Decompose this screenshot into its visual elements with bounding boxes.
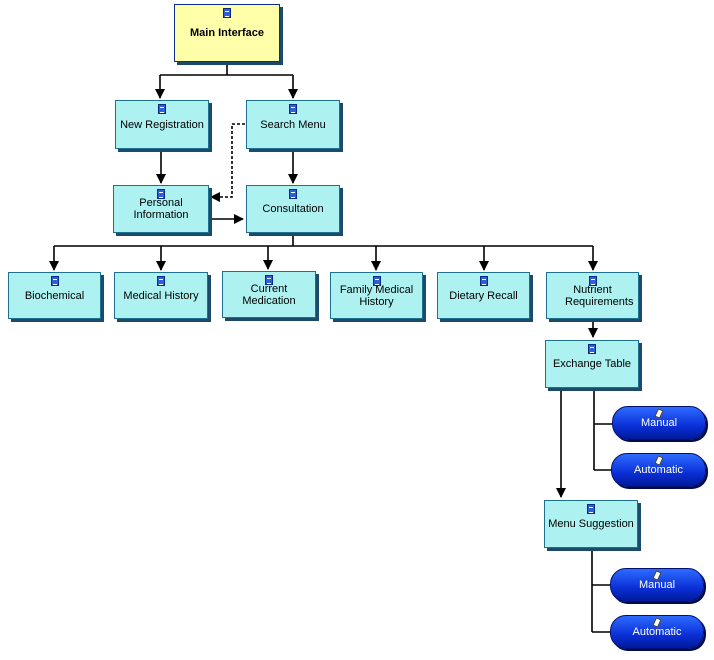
medical-history-label: Medical History: [123, 289, 199, 302]
document-icon: [289, 104, 297, 114]
edge-exchange-table-to-options: [593, 389, 612, 471]
biochemical-node[interactable]: Biochemical: [8, 272, 101, 319]
menu-automatic-option[interactable]: Automatic: [610, 615, 704, 649]
menu-suggestion-node[interactable]: Menu Suggestion: [544, 500, 638, 548]
biochemical-label: Biochemical: [24, 289, 85, 302]
family-medical-history-label: Family Medical History: [339, 283, 414, 308]
personal-information-label: Personal Information: [133, 197, 189, 221]
family-medical-history-node[interactable]: Family Medical History: [330, 272, 423, 319]
main-interface-node[interactable]: Main Interface: [174, 4, 280, 62]
consultation-label: Consultation: [262, 203, 324, 215]
exchange-table-node[interactable]: Exchange Table: [545, 340, 639, 388]
edge-search-menu-to-personal-information: [210, 123, 245, 202]
new-registration-node[interactable]: New Registration: [115, 100, 209, 149]
menu-manual-option[interactable]: Manual: [610, 568, 704, 602]
main-interface-label: Main Interface: [190, 27, 264, 39]
edge-consultation-to-split: [54, 233, 593, 247]
document-icon: [157, 189, 165, 199]
document-icon: [588, 276, 597, 286]
document-icon: [158, 104, 166, 114]
document-icon: [157, 276, 165, 286]
document-icon: [265, 275, 273, 285]
new-registration-label: New Registration: [120, 118, 204, 131]
medical-history-node[interactable]: Medical History: [114, 272, 208, 319]
exchange-automatic-label: Automatic: [634, 464, 683, 476]
menu-manual-label: Manual: [638, 579, 676, 591]
search-menu-label: Search Menu: [260, 118, 326, 131]
exchange-table-label: Exchange Table: [552, 358, 632, 370]
nutrient-requirements-node[interactable]: Nutrient Requirements: [546, 272, 639, 319]
exchange-manual-option[interactable]: Manual: [612, 406, 706, 440]
nutrient-requirements-label: Nutrient Requirements: [565, 283, 634, 308]
document-icon: [223, 8, 231, 18]
current-medication-label: Current Medication: [242, 282, 296, 307]
edge-menu-suggestion-to-options: [591, 548, 610, 633]
personal-information-node[interactable]: Personal Information: [113, 185, 209, 233]
document-icon: [50, 276, 59, 286]
current-medication-node[interactable]: Current Medication: [222, 271, 316, 318]
document-icon: [372, 276, 381, 286]
exchange-automatic-option[interactable]: Automatic: [611, 453, 706, 487]
search-menu-node[interactable]: Search Menu: [246, 100, 340, 149]
edge-main-to-split: [160, 63, 293, 76]
document-icon: [289, 189, 297, 199]
menu-automatic-label: Automatic: [632, 626, 682, 638]
exchange-manual-label: Manual: [640, 417, 678, 429]
menu-suggestion-label: Menu Suggestion: [548, 518, 634, 530]
document-icon: [479, 276, 488, 286]
dietary-recall-label: Dietary Recall: [449, 289, 518, 302]
document-icon: [588, 344, 596, 354]
dietary-recall-node[interactable]: Dietary Recall: [437, 272, 530, 319]
document-icon: [587, 504, 595, 514]
consultation-node[interactable]: Consultation: [246, 185, 340, 233]
